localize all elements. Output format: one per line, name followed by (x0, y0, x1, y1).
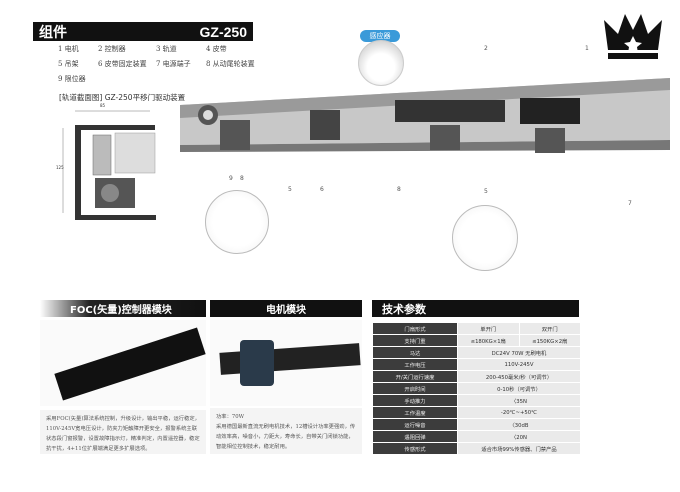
part-item: 2 控制器 (98, 45, 126, 53)
section-title: [轨道截面图] GZ-250平移门驱动装置 (59, 93, 186, 102)
rail-number: 8 (397, 186, 401, 193)
rail-number: 5 (288, 186, 292, 193)
spec-value: ≤150KG×2扇 (519, 335, 580, 346)
callout-limiter-image (205, 190, 269, 254)
spec-key: 门扇形式 (373, 323, 457, 334)
specs-title: 技术参数 (382, 302, 426, 316)
rail-number: 5 (484, 188, 488, 195)
spec-value: 单开门 (458, 323, 519, 334)
motor-image (210, 320, 362, 406)
part-item: 7 电源端子 (156, 60, 191, 68)
motor-title: 电机模块 (266, 305, 306, 316)
spec-key: 传感形式 (373, 443, 457, 454)
controller-header: FOC(矢量)控制器模块 (40, 300, 206, 317)
spec-key: 工作温度 (373, 407, 457, 418)
motor-header: 电机模块 (210, 300, 362, 317)
spec-value: 双开门 (519, 323, 580, 334)
controller-title: FOC(矢量)控制器模块 (70, 305, 172, 316)
parts-list: 1 电机 2 控制器 3 轨道 4 皮带 5 吊架 6 皮带固定装置 7 电源端… (58, 44, 268, 84)
part-item: 9 限位器 (58, 75, 86, 83)
callout-hanger-image (452, 205, 518, 271)
rail-number: 2 (484, 45, 488, 52)
spec-key: 马达 (373, 347, 457, 358)
motor-desc-text: 采用德国最新直流无刷电机技术，12槽设计功率更强劲，传动效率高，噪音小，力距大，… (216, 424, 356, 450)
rail-number: 1 (585, 45, 589, 52)
dimension-height: 125 (56, 165, 64, 170)
specs-header: 技术参数 (372, 300, 579, 317)
spec-value: 适合市场99%传感器、门禁产品 (458, 443, 580, 454)
rail-number: 7 (628, 200, 632, 207)
spec-value: 0-10秒（可调节） (458, 383, 580, 394)
spec-key: 支持门重 (373, 335, 457, 346)
spec-value: 〈30dB (458, 419, 580, 430)
rail-number: 6 (320, 186, 324, 193)
table-row: 运行噪音〈30dB (373, 419, 580, 430)
table-row: 工作温度-20℃~+50℃ (373, 407, 580, 418)
spec-value: 200-450毫米/秒（可调节） (458, 371, 580, 382)
table-row: 门扇形式单开门双开门 (373, 323, 580, 334)
table-row: 手动推力〈35N (373, 395, 580, 406)
table-row: 传感形式适合市场99%传感器、门禁产品 (373, 443, 580, 454)
dimension-width: 85 (100, 103, 106, 108)
controller-description: 采用FOC(矢量)算法系统控制，升级设计，输出平稳，运行稳定，110V-245V… (40, 410, 206, 454)
spec-value: -20℃~+50℃ (458, 407, 580, 418)
spec-value: DC24V 70W 无刷电机 (458, 347, 580, 358)
motor-description: 功率：70W 采用德国最新直流无刷电机技术，12槽设计功率更强劲，传动效率高，噪… (210, 408, 362, 454)
spec-value: 〈20N (458, 431, 580, 442)
table-row: 遇阻回弹〈20N (373, 431, 580, 442)
motor-power: 功率：70W (216, 414, 245, 420)
spec-key: 运行噪音 (373, 419, 457, 430)
title: 组件 (39, 24, 67, 41)
part-item: 4 皮带 (206, 45, 227, 53)
controller-image (40, 320, 206, 406)
part-item: 5 吊架 (58, 60, 79, 68)
spec-key: 手动推力 (373, 395, 457, 406)
part-item: 6 皮带固定装置 (98, 60, 147, 68)
rail-number: 8 (240, 175, 244, 182)
part-item: 1 电机 (58, 45, 79, 53)
table-row: 支持门重≤180KG×1扇≤150KG×2扇 (373, 335, 580, 346)
cross-section-drawing (62, 110, 156, 220)
door-operator-rail-image (180, 78, 670, 153)
spec-key: 工作电压 (373, 359, 457, 370)
rail-number: 9 (229, 175, 233, 182)
model-name: GZ-250 (199, 23, 247, 40)
sensor-label: 感应器 (360, 30, 400, 42)
title-bar: 组件 GZ-250 (33, 22, 253, 41)
spec-value: ≤180KG×1扇 (458, 335, 519, 346)
sensor-image (358, 40, 404, 86)
spec-value: 110V-245V (458, 359, 580, 370)
spec-key: 开/关门运行速度 (373, 371, 457, 382)
spec-value: 〈35N (458, 395, 580, 406)
spec-key: 开启时间 (373, 383, 457, 394)
crown-logo-icon (604, 14, 662, 59)
spec-key: 遇阻回弹 (373, 431, 457, 442)
part-item: 3 轨道 (156, 45, 177, 53)
part-item: 8 从动尾轮装置 (206, 60, 255, 68)
